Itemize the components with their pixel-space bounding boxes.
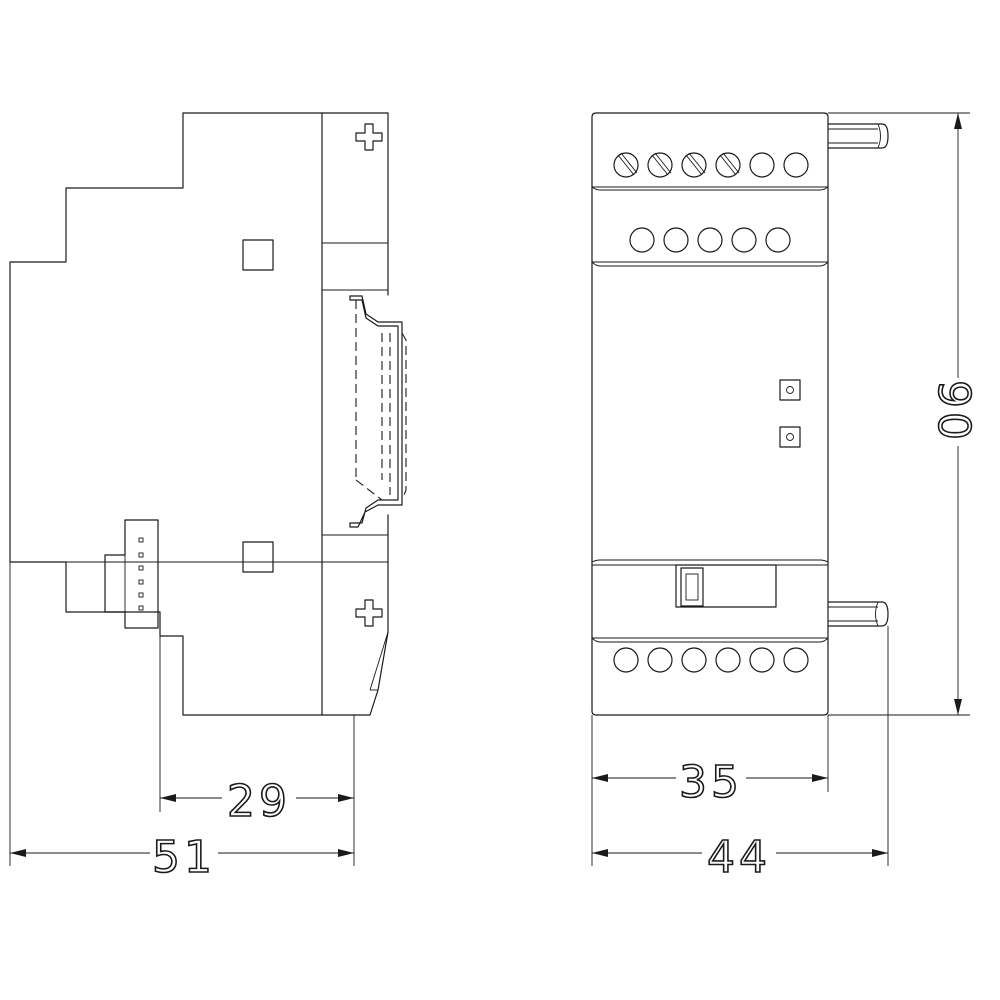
front-section-line — [591, 559, 829, 563]
side-square-marker — [242, 239, 274, 271]
terminal-hole — [715, 647, 741, 673]
side-view — [9, 112, 407, 716]
screw-terminal — [715, 152, 741, 178]
led-icon — [786, 386, 794, 394]
coding-slot — [675, 564, 777, 608]
screw-terminal — [681, 152, 707, 178]
terminal-hole — [697, 227, 723, 253]
led-indicator — [779, 379, 801, 401]
terminal-hole — [749, 647, 775, 673]
front-dimensions: 35 44 90 — [591, 112, 980, 884]
side-square-marker — [242, 541, 274, 573]
dimension-label-35: 35 — [679, 757, 743, 808]
connector-pin — [138, 537, 144, 543]
side-block-line — [369, 631, 389, 691]
terminal-hole — [663, 227, 689, 253]
side-terminal-block — [321, 112, 389, 716]
dimension-label-29: 29 — [227, 776, 291, 827]
front-section-line — [591, 637, 829, 643]
top-side-pin — [827, 123, 889, 149]
screw-terminal — [749, 152, 775, 178]
terminal-hole — [765, 227, 791, 253]
led-indicator — [779, 426, 801, 448]
din-rail-dashed — [355, 300, 407, 501]
plus-screw-icon — [355, 123, 383, 151]
dimension-label-51: 51 — [152, 832, 216, 883]
side-body-outline — [9, 112, 323, 716]
terminal-hole — [613, 647, 639, 673]
screw-terminal — [647, 152, 673, 178]
arrowhead — [160, 794, 176, 802]
dimension-label-44: 44 — [707, 832, 771, 883]
connector-pin — [138, 592, 144, 598]
arrowhead — [10, 849, 26, 857]
connector-pin — [138, 579, 144, 585]
front-body-outline — [591, 112, 829, 716]
screw-terminal — [613, 152, 639, 178]
connector-pin — [138, 605, 144, 611]
connector-pin — [138, 565, 144, 571]
top-screw-row — [613, 152, 809, 178]
arrowhead — [338, 849, 354, 857]
dimension-label-90: 90 — [928, 380, 979, 444]
arrowhead — [812, 774, 828, 782]
din-rail-clip — [349, 295, 403, 528]
connector-pin — [138, 552, 144, 558]
arrowhead — [338, 794, 354, 802]
terminal-hole — [783, 647, 809, 673]
bottom-side-pin — [827, 601, 889, 627]
side-dimensions: 29 51 — [9, 562, 355, 884]
front-section-line — [591, 261, 829, 267]
terminal-hole — [731, 227, 757, 253]
top-terminal-row — [629, 227, 791, 253]
front-view — [591, 112, 889, 716]
front-section-line — [591, 186, 829, 191]
terminal-hole — [647, 647, 673, 673]
screw-terminal — [783, 152, 809, 178]
bottom-terminal-row — [613, 647, 809, 673]
terminal-hole — [629, 227, 655, 253]
arrowhead — [872, 849, 888, 857]
arrowhead — [592, 774, 608, 782]
coding-switch-inner — [685, 573, 699, 601]
led-icon — [786, 433, 794, 441]
arrowhead — [954, 113, 962, 129]
arrowhead — [592, 849, 608, 857]
arrowhead — [954, 699, 962, 715]
plus-screw-icon — [355, 599, 383, 627]
terminal-hole — [681, 647, 707, 673]
coding-switch — [680, 567, 704, 607]
